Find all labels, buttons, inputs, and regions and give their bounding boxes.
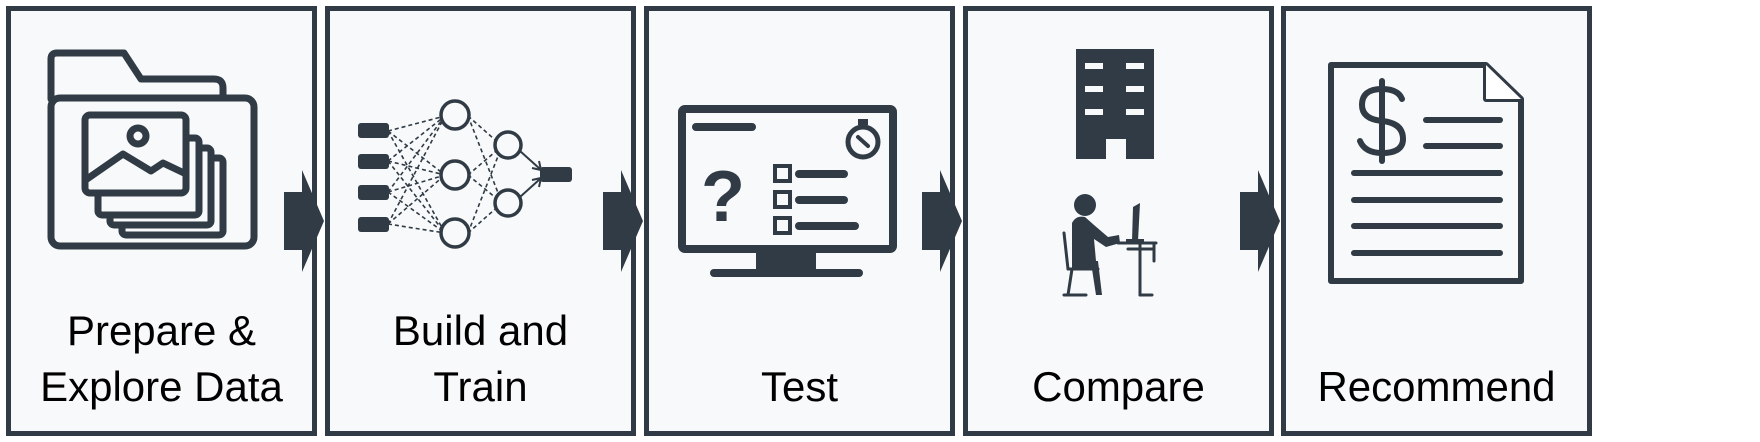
- building-icon: [1076, 49, 1154, 159]
- flow-arrow: [603, 170, 643, 272]
- stage-label: Prepare & Explore Data: [40, 307, 283, 410]
- stage-prepare-explore: Prepare & Explore Data: [6, 6, 317, 436]
- person-at-desk-icon: [1062, 194, 1158, 297]
- flow-arrow: [284, 170, 324, 272]
- stage-compare: Compare: [963, 6, 1274, 436]
- stage-label: Compare: [1032, 363, 1205, 410]
- stopwatch-icon: [845, 119, 881, 160]
- stage-recommend: Recommend: [1281, 6, 1592, 436]
- stage-label: Test: [760, 363, 839, 410]
- dollar-icon: [1357, 78, 1407, 164]
- stage-test: ? Test: [644, 6, 955, 436]
- flow-arrow: [922, 170, 962, 272]
- flow-arrow: [1240, 170, 1280, 272]
- svg-text:?: ?: [701, 157, 745, 237]
- office-worker-icon: [1062, 49, 1158, 297]
- folder-images-icon: [47, 49, 258, 250]
- stage-build-train: Build and Train: [325, 6, 636, 436]
- stage-label: Recommend: [1317, 363, 1556, 410]
- neural-network-icon: [358, 99, 572, 249]
- stage-label: Build and Train: [392, 307, 569, 410]
- invoice-document-icon: [1328, 62, 1524, 284]
- monitor-quiz-icon: ?: [678, 105, 897, 277]
